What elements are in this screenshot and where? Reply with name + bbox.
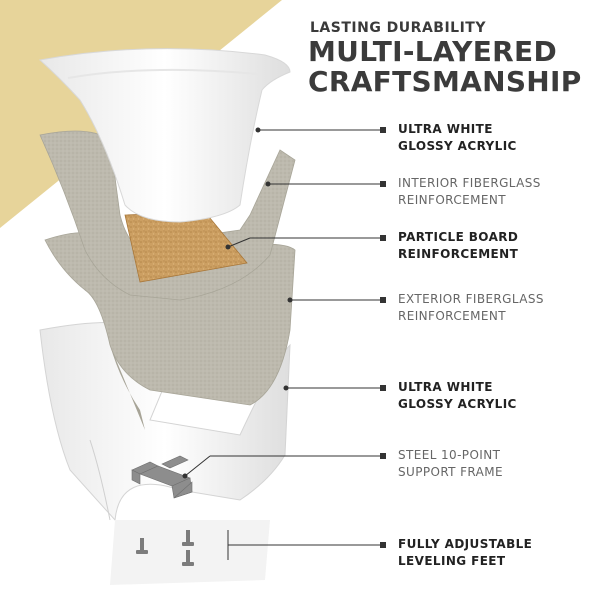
label-interior-fiberglass: INTERIOR FIBERGLASS REINFORCEMENT — [398, 175, 541, 209]
label-steel-support-frame: STEEL 10-POINT SUPPORT FRAME — [398, 447, 503, 481]
label-line2: REINFORCEMENT — [398, 247, 519, 261]
label-line1: EXTERIOR FIBERGLASS — [398, 292, 544, 306]
leader-markers — [182, 127, 386, 548]
label-line2: GLOSSY ACRYLIC — [398, 139, 517, 153]
kicker-text: LASTING DURABILITY — [310, 20, 486, 36]
label-line2: REINFORCEMENT — [398, 309, 506, 323]
label-line1: PARTICLE BOARD — [398, 230, 519, 244]
page-title-line2: CRAFTSMANSHIP — [308, 65, 582, 98]
steel-support-frame — [131, 455, 193, 499]
page-title-line1: MULTI-LAYERED — [308, 35, 558, 68]
label-line2: GLOSSY ACRYLIC — [398, 397, 517, 411]
label-ultra-white-acrylic-top: ULTRA WHITE GLOSSY ACRYLIC — [398, 121, 517, 155]
label-leveling-feet: FULLY ADJUSTABLE LEVELING FEET — [398, 536, 532, 570]
label-line2: LEVELING FEET — [398, 554, 506, 568]
label-line1: ULTRA WHITE — [398, 122, 493, 136]
inner-acrylic-tub — [38, 48, 291, 223]
label-line1: INTERIOR FIBERGLASS — [398, 176, 541, 190]
leader-lines — [184, 129, 380, 560]
leveling-feet — [136, 530, 194, 566]
label-particle-board: PARTICLE BOARD REINFORCEMENT — [398, 229, 518, 263]
label-exterior-fiberglass: EXTERIOR FIBERGLASS REINFORCEMENT — [398, 291, 544, 325]
label-line1: FULLY ADJUSTABLE — [398, 537, 533, 551]
label-line1: STEEL 10-POINT — [398, 448, 501, 462]
label-line2: SUPPORT FRAME — [398, 465, 504, 479]
label-line1: ULTRA WHITE — [398, 380, 493, 394]
label-ultra-white-acrylic-bottom: ULTRA WHITE GLOSSY ACRYLIC — [398, 379, 517, 413]
label-line2: REINFORCEMENT — [398, 193, 506, 207]
